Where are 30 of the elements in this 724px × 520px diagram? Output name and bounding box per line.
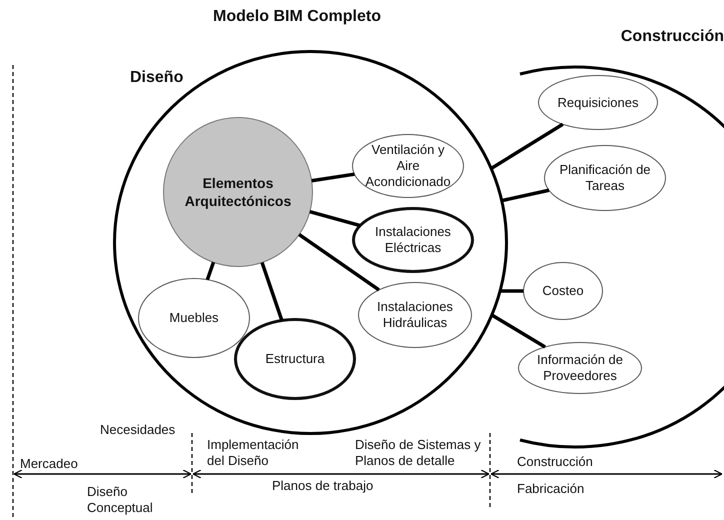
node-label: Instalaciones Eléctricas bbox=[374, 224, 452, 256]
phase-label: Mercadeo bbox=[20, 456, 78, 472]
diagram-title: Modelo BIM Completo bbox=[213, 8, 381, 26]
phase-label: Fabricación bbox=[517, 481, 584, 497]
phase-label: Planos de trabajo bbox=[272, 478, 374, 494]
node-label: Estructura bbox=[264, 351, 326, 367]
phase-label: Implementación del Diseño bbox=[207, 437, 300, 469]
node-label: Información de Proveedores bbox=[536, 352, 624, 384]
phase-label: Necesidades bbox=[100, 422, 176, 438]
group-heading: Diseño bbox=[130, 69, 184, 87]
connector-line bbox=[311, 172, 355, 182]
connector-line bbox=[309, 210, 361, 228]
phase-label: Diseño de Sistemas y Planos de detalle bbox=[355, 437, 482, 469]
node-label: Planificación de Tareas bbox=[558, 162, 652, 194]
node-label: Instalaciones Hidráulicas bbox=[376, 299, 454, 331]
connector-line bbox=[500, 289, 524, 293]
connector-line bbox=[490, 122, 564, 170]
connector-line bbox=[501, 188, 550, 202]
connector-line bbox=[298, 233, 380, 292]
node-label: Ventilación y Aire Acondicionado bbox=[364, 142, 452, 190]
node-label: Costeo bbox=[541, 283, 585, 299]
connector-line bbox=[260, 262, 284, 322]
node-label: Muebles bbox=[168, 310, 220, 326]
node-label: Elementos Arquitectónicos bbox=[184, 174, 292, 210]
connector-line bbox=[490, 314, 546, 348]
phase-label: Diseño Conceptual bbox=[87, 484, 154, 516]
node-label: Requisiciones bbox=[556, 94, 640, 110]
phase-label: Construcción bbox=[517, 454, 593, 470]
connector-line bbox=[206, 262, 216, 280]
group-heading: Construcción bbox=[620, 28, 724, 46]
